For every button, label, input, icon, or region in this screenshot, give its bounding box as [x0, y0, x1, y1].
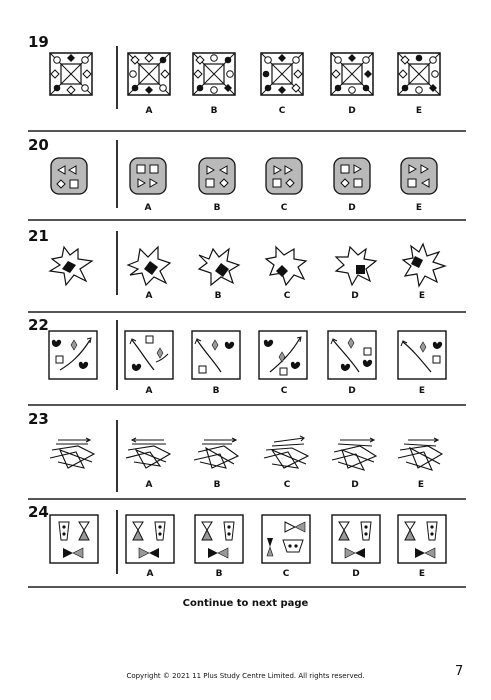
question-separator: [28, 404, 466, 406]
q20-option-b-figure[interactable]: [198, 157, 236, 195]
q24-option-e-figure[interactable]: [397, 514, 447, 564]
q19-option-c-figure[interactable]: [260, 52, 304, 96]
q20-option-a-figure[interactable]: [129, 157, 167, 195]
question-21-figure: [48, 245, 94, 287]
question-23-figure: [48, 436, 98, 472]
page-number: 7: [455, 664, 464, 679]
q21-option-a-label[interactable]: A: [145, 291, 153, 301]
q19-option-a-label[interactable]: A: [145, 106, 153, 116]
q19-option-d-figure[interactable]: [330, 52, 374, 96]
question-divider-21: [116, 231, 118, 295]
q21-option-c-figure[interactable]: [264, 245, 310, 287]
question-22-figure: [48, 330, 98, 380]
question-divider-19: [116, 46, 118, 109]
q20-option-d-figure[interactable]: [333, 157, 371, 195]
question-number-24: 24: [28, 503, 49, 521]
q22-option-a-figure[interactable]: [124, 330, 174, 380]
q24-option-c-label[interactable]: C: [282, 569, 290, 579]
question-separator: [28, 311, 466, 313]
q19-option-a-figure[interactable]: [127, 52, 171, 96]
q22-option-b-figure[interactable]: [191, 330, 241, 380]
q24-option-e-label[interactable]: E: [418, 569, 426, 579]
question-separator: [28, 586, 466, 588]
question-19-figure: [49, 52, 93, 96]
q20-option-e-label[interactable]: E: [415, 203, 423, 213]
question-number-22: 22: [28, 316, 49, 334]
q21-option-b-label[interactable]: B: [214, 291, 222, 301]
continue-to-next-page: Continue to next page: [182, 598, 309, 609]
q20-option-a-label[interactable]: A: [144, 203, 152, 213]
question-divider-23: [116, 420, 118, 492]
q22-option-a-label[interactable]: A: [145, 386, 153, 396]
q20-option-c-label[interactable]: C: [280, 203, 288, 213]
q21-option-a-figure[interactable]: [126, 245, 172, 287]
q23-option-b-figure[interactable]: [192, 436, 242, 472]
q23-option-b-label[interactable]: B: [213, 480, 221, 490]
q24-option-b-figure[interactable]: [194, 514, 244, 564]
question-20-figure: [50, 157, 88, 195]
q22-option-b-label[interactable]: B: [212, 386, 220, 396]
question-divider-20: [116, 140, 118, 208]
q23-option-c-label[interactable]: C: [283, 480, 291, 490]
q20-option-c-figure[interactable]: [265, 157, 303, 195]
q24-option-b-label[interactable]: B: [215, 569, 223, 579]
q20-option-e-figure[interactable]: [400, 157, 438, 195]
q22-option-c-figure[interactable]: [258, 330, 308, 380]
q20-option-b-label[interactable]: B: [213, 203, 221, 213]
question-24-figure: [49, 514, 99, 564]
q21-option-e-label[interactable]: E: [418, 291, 426, 301]
q23-option-d-label[interactable]: D: [351, 480, 359, 490]
q19-option-d-label[interactable]: D: [348, 106, 356, 116]
q22-option-c-label[interactable]: C: [280, 386, 288, 396]
q19-option-b-figure[interactable]: [192, 52, 236, 96]
q19-option-b-label[interactable]: B: [210, 106, 218, 116]
q21-option-c-label[interactable]: C: [283, 291, 291, 301]
q23-option-a-label[interactable]: A: [145, 480, 153, 490]
q24-option-a-figure[interactable]: [125, 514, 175, 564]
question-separator: [28, 130, 466, 132]
copyright-notice: Copyright © 2021 11 Plus Study Centre Li…: [126, 672, 365, 680]
question-number-20: 20: [28, 136, 49, 154]
q23-option-e-label[interactable]: E: [417, 480, 425, 490]
q21-option-b-figure[interactable]: [195, 245, 241, 287]
question-divider-24: [116, 510, 118, 574]
question-divider-22: [116, 320, 118, 390]
q22-option-e-label[interactable]: E: [418, 386, 426, 396]
q24-option-a-label[interactable]: A: [146, 569, 154, 579]
q23-option-a-figure[interactable]: [124, 436, 174, 472]
q21-option-d-figure[interactable]: [332, 245, 378, 287]
q23-option-d-figure[interactable]: [330, 436, 380, 472]
q19-option-e-label[interactable]: E: [415, 106, 423, 116]
q24-option-d-figure[interactable]: [331, 514, 381, 564]
q23-option-c-figure[interactable]: [262, 435, 312, 472]
q24-option-d-label[interactable]: D: [352, 569, 360, 579]
q24-option-c-figure[interactable]: [261, 514, 311, 564]
question-number-19: 19: [28, 33, 49, 51]
q22-option-d-figure[interactable]: [327, 330, 377, 380]
question-separator: [28, 498, 466, 500]
q22-option-e-figure[interactable]: [397, 330, 447, 380]
q20-option-d-label[interactable]: D: [348, 203, 356, 213]
q21-option-e-figure[interactable]: [401, 242, 447, 288]
q19-option-e-figure[interactable]: [397, 52, 441, 96]
q23-option-e-figure[interactable]: [396, 436, 446, 472]
question-separator: [28, 219, 466, 221]
question-number-23: 23: [28, 410, 49, 428]
question-number-21: 21: [28, 227, 49, 245]
q22-option-d-label[interactable]: D: [348, 386, 356, 396]
q19-option-c-label[interactable]: C: [278, 106, 286, 116]
q21-option-d-label[interactable]: D: [351, 291, 359, 301]
